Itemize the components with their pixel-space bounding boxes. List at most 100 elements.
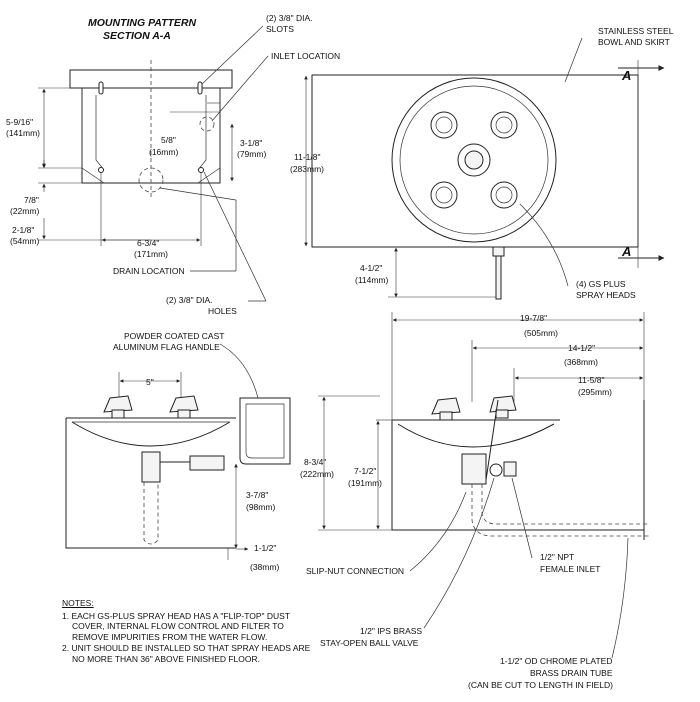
bowl-body (71, 421, 231, 447)
mounting-title-line1: MOUNTING PATTERN (88, 17, 197, 29)
offset-mm: (38mm) (250, 562, 279, 572)
handle-height-mm: (98mm) (246, 502, 275, 512)
h1-mm: (222mm) (300, 469, 334, 479)
notes-block: NOTES: 1. EACH GS-PLUS SPRAY HEAD HAS A … (62, 598, 312, 665)
plan-proj-in: 4-1/2" (360, 263, 382, 273)
tube-label-line3: (CAN BE CUT TO LENGTH IN FIELD) (468, 680, 613, 690)
slots-label-line2: SLOTS (266, 24, 294, 34)
slip-nut-label: SLIP-NUT CONNECTION (306, 566, 404, 576)
front-spray-head-right (169, 395, 199, 419)
slots-leader (201, 25, 264, 85)
dim-width-mm: (171mm) (134, 249, 168, 259)
side-drain-coupling (461, 453, 487, 485)
hole-left (98, 167, 104, 173)
spray-head-1 (430, 111, 458, 139)
dim-a-in: 7/8" (24, 195, 39, 205)
side-inlet-fitting (503, 461, 517, 477)
spray-heads-label-line1: (4) GS PLUS (576, 279, 626, 289)
side-drain-tube-inner (481, 484, 650, 525)
holes-label-line1: (2) 3/8" DIA. (166, 295, 212, 305)
drain-leader-end (159, 187, 237, 201)
hole-right (198, 167, 204, 173)
valve-leader (423, 477, 495, 629)
drain-location-label: DRAIN LOCATION (113, 266, 185, 276)
spray-head-2 (490, 111, 518, 139)
dim-a-mm: (22mm) (10, 206, 39, 216)
slot-right (197, 81, 203, 95)
handle-label-line1: POWDER COATED CAST (124, 331, 224, 341)
side-spray-head-right (489, 395, 517, 419)
side-bowl-body (397, 423, 555, 448)
plan-view: A A STAINLESS STEEL BOWL AND SKIRT 11-1/… (290, 26, 674, 300)
side-handle-rod (485, 399, 499, 481)
dim-inlet-mm: (16mm) (149, 147, 178, 157)
spray-heads-leader (519, 203, 569, 287)
slots-label-line1: (2) 3/8" DIA. (266, 13, 312, 23)
handle-leader (219, 343, 259, 399)
spray-head-4-inner (495, 186, 513, 204)
inlet-location-label: INLET LOCATION (271, 51, 340, 61)
inlet-location-circle (199, 116, 215, 132)
offset-in: 1-1/2" (254, 543, 276, 553)
side-spray-head-left (431, 397, 461, 421)
drain-tube (143, 482, 159, 545)
side-skirt-outline (391, 420, 645, 531)
spray-head-3-inner (435, 186, 453, 204)
handle-label-line2: ALUMINUM FLAG HANDLE (113, 342, 220, 352)
dim-inlet2-mm: (79mm) (237, 149, 266, 159)
notes-heading: NOTES: (62, 598, 94, 608)
valve-label-line2: STAY-OPEN BALL VALVE (320, 638, 419, 648)
tube-label-line1: 1-1/2" OD CHROME PLATED (500, 656, 612, 666)
mid-width-in: 14-1/2" (568, 343, 595, 353)
handle-height-in: 3-7/8" (246, 490, 268, 500)
short-width-mm: (295mm) (578, 387, 612, 397)
bowl-outer-rim (391, 77, 557, 243)
dim-b-in: 2-1/8" (12, 225, 34, 235)
ball-valve-body (189, 455, 225, 471)
dim-height-mm: (141mm) (6, 128, 40, 138)
bowl-inner-rim (399, 85, 549, 235)
plan-handle-base (492, 246, 505, 257)
side-ball-valve (489, 463, 503, 477)
tube-leader (611, 537, 629, 659)
dim-b-mm: (54mm) (10, 236, 39, 246)
front-elevation: POWDER COATED CAST ALUMINUM FLAG HANDLE … (65, 331, 291, 572)
flag-handle (239, 397, 291, 465)
dim-inlet-in: 5/8" (161, 135, 176, 145)
note-item-1: 1. EACH GS-PLUS SPRAY HEAD HAS A "FLIP-T… (62, 610, 290, 642)
valve-label-line1: 1/2" IPS BRASS (360, 626, 422, 636)
spacing-label: 5" (146, 377, 154, 387)
plan-height-mm: (283mm) (290, 164, 324, 174)
skirt-outline (65, 418, 236, 549)
short-width-in: 11-5/8" (578, 375, 605, 385)
dim-inlet2-in: 3-1/8" (240, 138, 262, 148)
section-mark-top: A (621, 68, 631, 83)
mid-width-mm: (368mm) (564, 357, 598, 367)
spray-heads-label-line2: SPRAY HEADS (576, 290, 636, 300)
inlet-leader (211, 55, 269, 122)
side-elevation: 19-7/8" (505mm) 14-1/2" (368mm) 11-5/8" … (300, 312, 650, 690)
spray-head-1-inner (435, 116, 453, 134)
plan-proj-mm: (114mm) (355, 275, 389, 285)
spray-head-cluster (430, 111, 518, 209)
h1-in: 8-3/4" (304, 457, 326, 467)
drain-coupling (141, 451, 161, 483)
side-inlet-label-line2: FEMALE INLET (540, 564, 600, 574)
slot-left (98, 81, 104, 95)
mounting-title-line2: SECTION A-A (103, 30, 171, 42)
side-drain-tube-outer (471, 484, 650, 537)
front-spray-head-left (103, 395, 133, 419)
slip-nut-leader (409, 491, 467, 572)
flag-handle-inner (245, 403, 285, 459)
bowl-label-line1: STAINLESS STEEL (598, 26, 674, 36)
section-mark-bottom: A (621, 244, 631, 259)
total-width-mm: (505mm) (524, 328, 558, 338)
holes-leader (203, 171, 267, 302)
bracket-left-inner (95, 95, 105, 171)
spray-head-3 (430, 181, 458, 209)
bowl-skirt-leader (564, 37, 583, 83)
mounting-pattern-view: MOUNTING PATTERN SECTION A-A (2) 3/8" DI… (6, 13, 340, 316)
inlet-leader-side (511, 477, 533, 559)
note-item-2: 2. UNIT SHOULD BE INSTALLED SO THAT SPRA… (62, 643, 311, 664)
